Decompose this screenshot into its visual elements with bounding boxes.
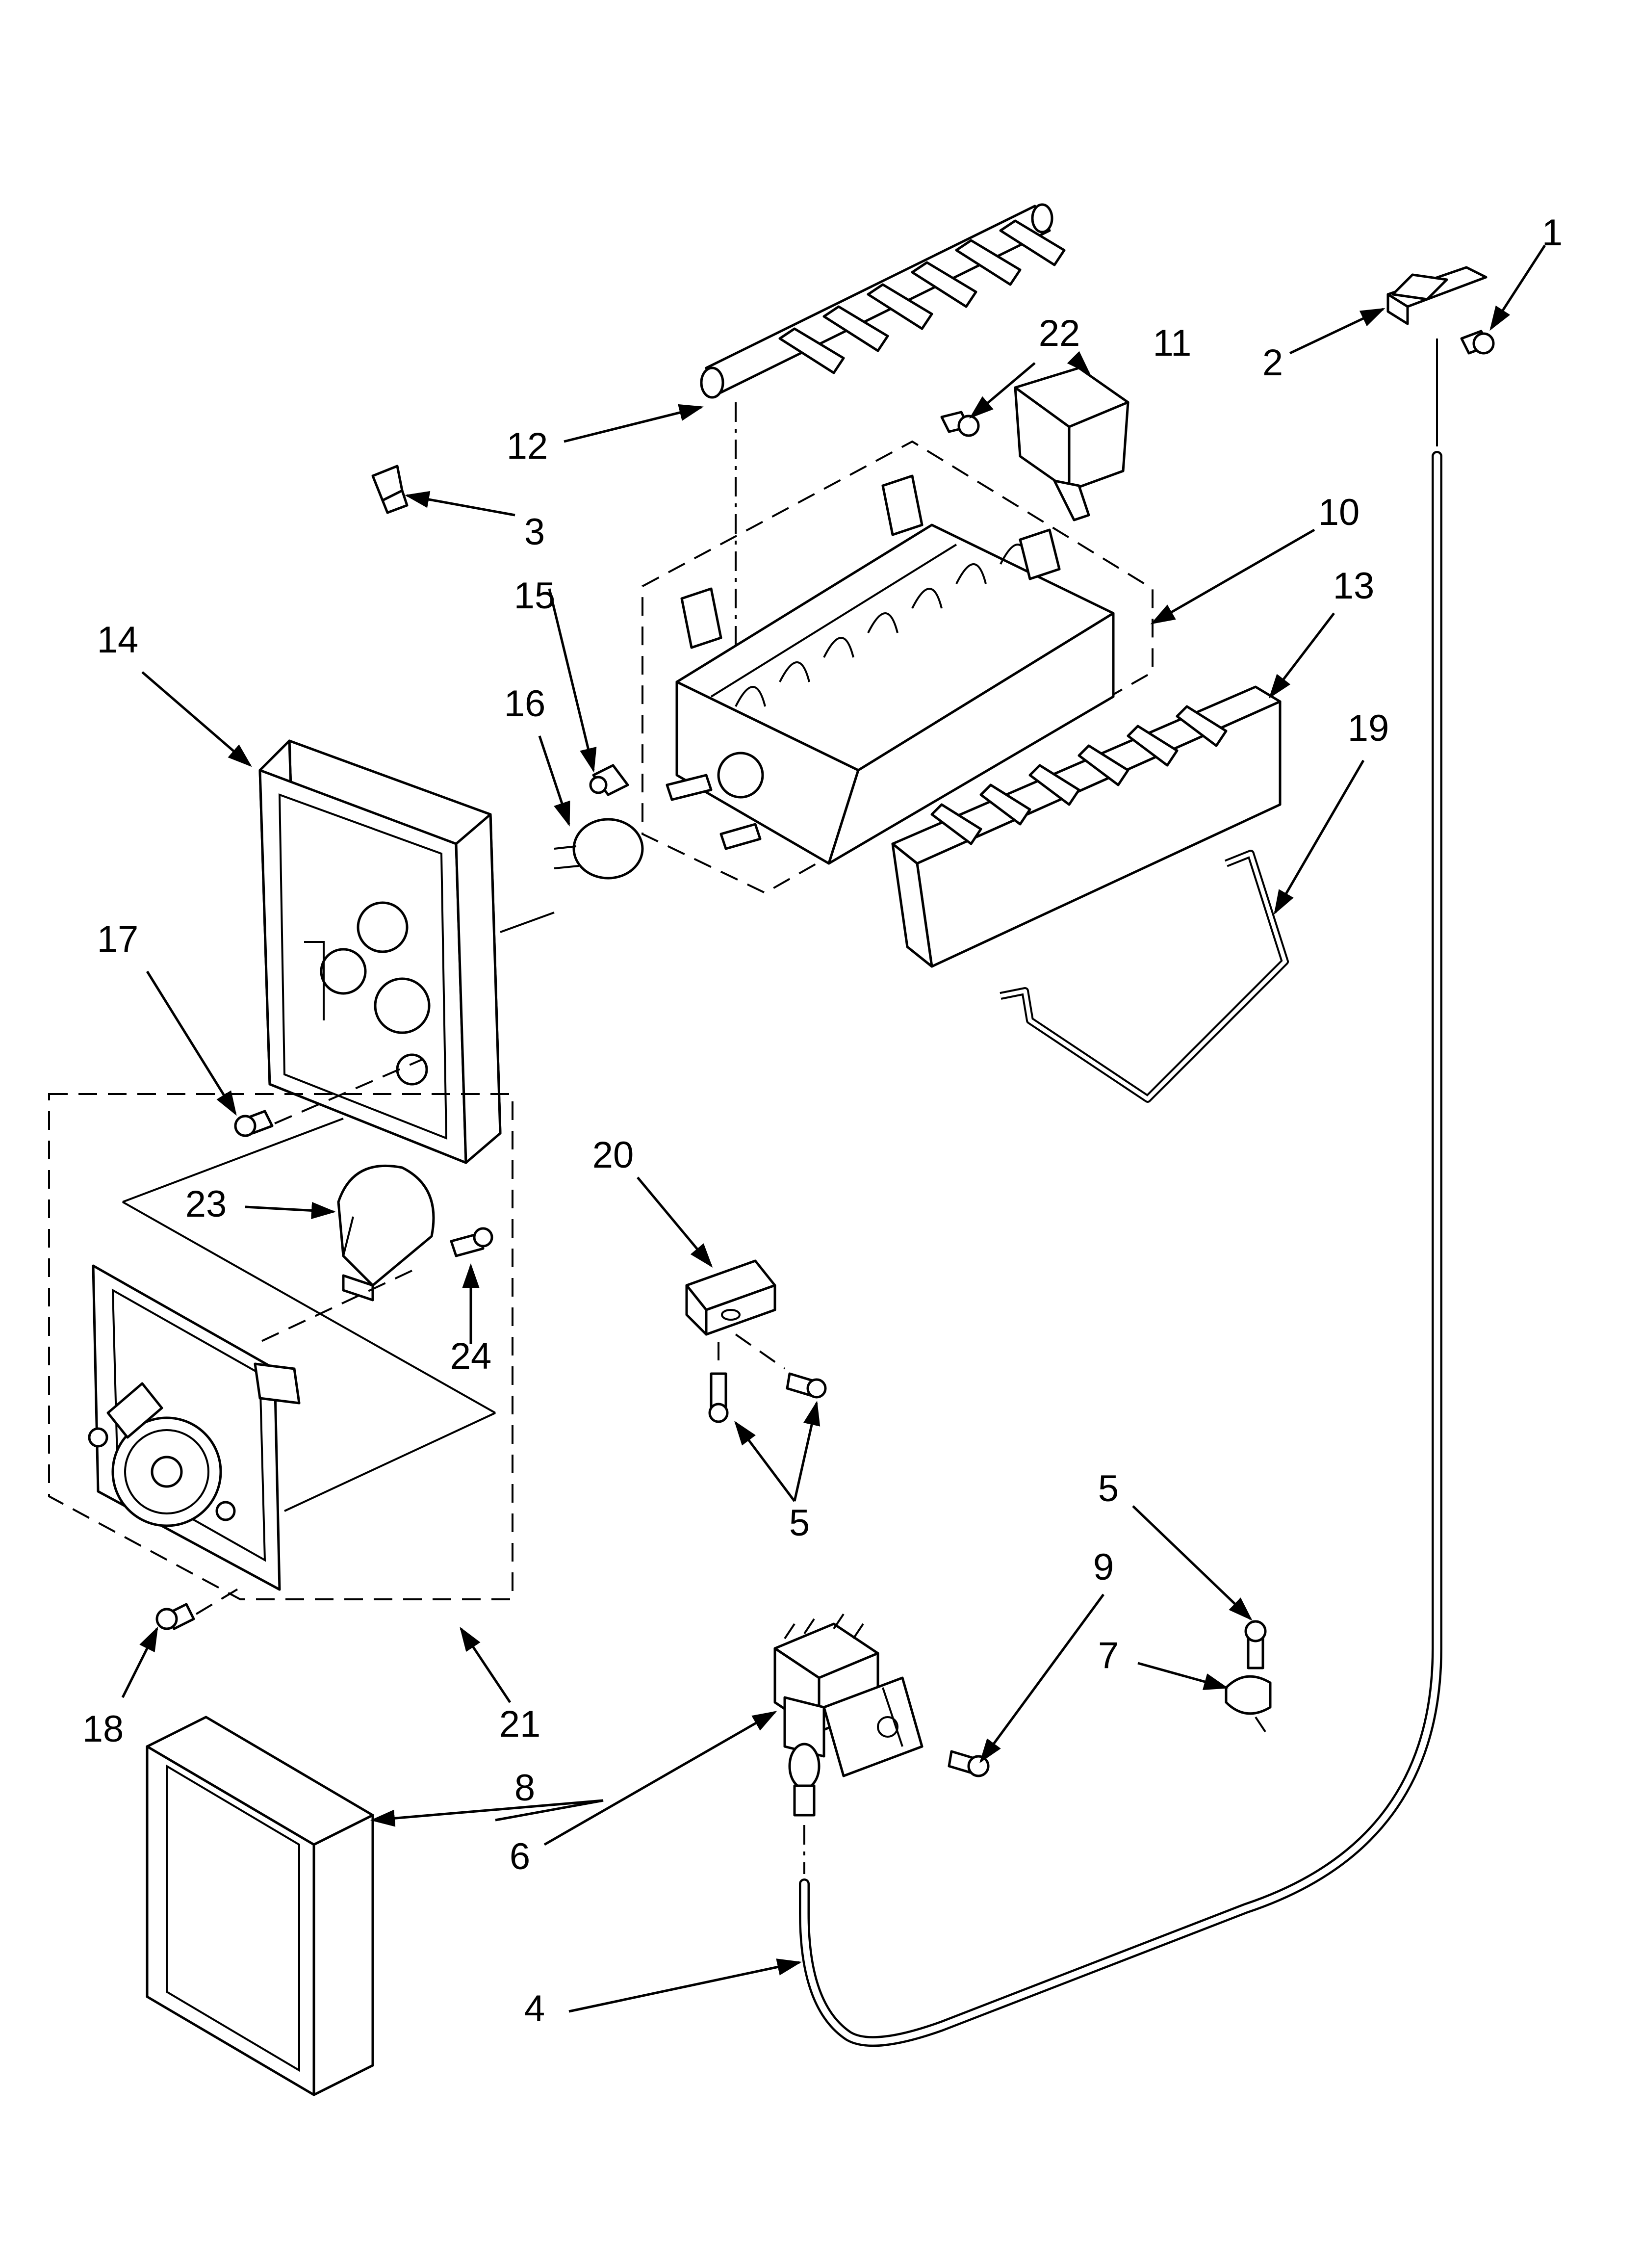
part-8-insulation-block bbox=[146, 1716, 374, 2096]
callout-8: 8 bbox=[514, 1767, 535, 1809]
callout-5-clamp: 5 bbox=[1098, 1468, 1119, 1510]
part-11-fill-cup bbox=[1014, 366, 1129, 521]
callout-3: 3 bbox=[524, 511, 545, 553]
part-5-screw-bracket-a bbox=[708, 1372, 729, 1423]
callout-labels: 1 2 3 4 5 5 6 7 8 9 10 11 12 13 14 15 16… bbox=[82, 212, 1563, 2030]
callout-2: 2 bbox=[1262, 342, 1283, 384]
part-13-stripper-cover bbox=[891, 685, 1282, 968]
callout-12: 12 bbox=[507, 425, 548, 467]
callout-19: 19 bbox=[1348, 707, 1389, 749]
callout-21: 21 bbox=[499, 1703, 541, 1745]
part-7-tube-clamp bbox=[1225, 1675, 1272, 1733]
callout-15: 15 bbox=[514, 575, 556, 617]
part-18-screw bbox=[155, 1603, 195, 1630]
part-17-screw bbox=[234, 1110, 274, 1137]
callout-22: 22 bbox=[1039, 313, 1080, 354]
part-5-screw-bracket-b bbox=[786, 1372, 827, 1399]
part-2-tube-bracket bbox=[1386, 266, 1488, 325]
callout-13: 13 bbox=[1333, 565, 1375, 607]
part-14-module-housing bbox=[258, 739, 502, 1164]
part-4-water-tube bbox=[799, 451, 1442, 2047]
callout-24: 24 bbox=[450, 1335, 492, 1377]
callout-20: 20 bbox=[592, 1134, 634, 1176]
part-9-screw bbox=[948, 1750, 990, 1777]
callout-7: 7 bbox=[1098, 1635, 1119, 1676]
module-alignment-line bbox=[274, 1059, 422, 1124]
callout-5-bracket: 5 bbox=[789, 1502, 810, 1544]
part-5-screw-clamp bbox=[1244, 1620, 1267, 1669]
part-19-shutoff-arm bbox=[1000, 850, 1289, 1103]
callout-16: 16 bbox=[504, 683, 546, 725]
bracket-screw-lines bbox=[718, 1333, 786, 1370]
part-12-ejector-shaft bbox=[700, 203, 1066, 399]
motor-alignment-line bbox=[255, 1270, 412, 1345]
part-16-thermostat bbox=[554, 818, 644, 880]
part-10-ice-mold bbox=[666, 474, 1115, 865]
plate-alignment-line bbox=[195, 1584, 246, 1615]
callout-11: 11 bbox=[1153, 322, 1192, 364]
part-23-motor bbox=[337, 1164, 435, 1302]
callout-23: 23 bbox=[185, 1183, 227, 1225]
module-connector-line bbox=[500, 912, 555, 933]
part-1-screw bbox=[1460, 330, 1495, 355]
part-22-screw bbox=[940, 411, 980, 437]
assembly-guide-lines bbox=[122, 1118, 496, 1512]
part-3-clip bbox=[371, 465, 409, 514]
callout-leader-lines bbox=[121, 244, 1546, 2013]
callout-18: 18 bbox=[82, 1708, 124, 1750]
part-24-screw bbox=[450, 1227, 493, 1257]
part-15-clip bbox=[589, 764, 629, 796]
callout-14: 14 bbox=[97, 619, 139, 661]
callout-17: 17 bbox=[97, 918, 139, 960]
callout-9: 9 bbox=[1093, 1546, 1114, 1588]
callout-10: 10 bbox=[1318, 492, 1360, 533]
callout-1: 1 bbox=[1542, 212, 1563, 254]
part-21-assembly-dashed-box bbox=[48, 1093, 513, 1600]
part-6-water-valve bbox=[773, 1613, 924, 1817]
part-10-mold-dashed-outline bbox=[641, 440, 1154, 894]
callout-4: 4 bbox=[524, 1988, 545, 2030]
part-20-bracket bbox=[685, 1259, 776, 1336]
part-21-motor-control-plate bbox=[88, 1264, 301, 1591]
callout-6: 6 bbox=[510, 1836, 530, 1877]
